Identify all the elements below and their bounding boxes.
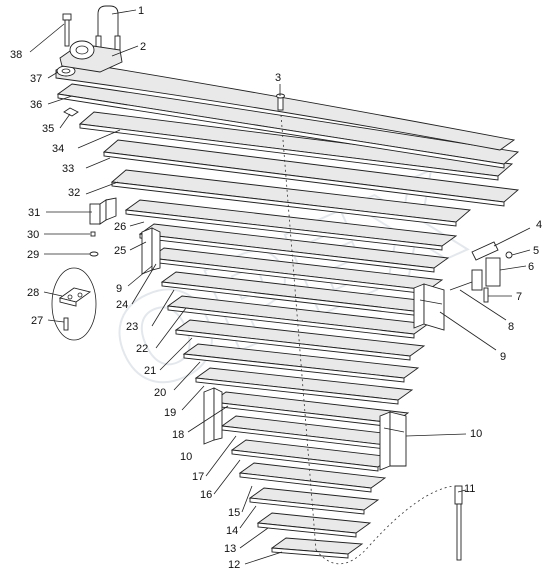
callout-2: 2: [140, 41, 146, 53]
callout-4: 4: [536, 219, 542, 231]
callout-19: 19: [164, 407, 176, 419]
callout-38: 38: [10, 49, 22, 61]
u-bolt-and-bracket: [59, 5, 123, 73]
callout-27: 27: [31, 315, 43, 327]
callout-9-left: 9: [116, 283, 122, 295]
clip-31: [89, 197, 117, 225]
leaf-12: [270, 537, 364, 559]
callout-26: 26: [114, 221, 126, 233]
clamp-6: [471, 257, 501, 291]
leaf-21: [174, 319, 426, 361]
callout-6: 6: [528, 261, 534, 273]
callout-20: 20: [154, 387, 166, 399]
callout-22: 22: [136, 343, 148, 355]
pin-29: [89, 251, 99, 257]
callout-30: 30: [27, 229, 39, 241]
callout-37: 37: [30, 73, 42, 85]
callout-32: 32: [68, 187, 80, 199]
leaf-32: [110, 169, 472, 227]
callout-12: 12: [228, 559, 240, 571]
leaf-15: [238, 462, 387, 493]
leaf-14: [248, 487, 380, 515]
bracket-4: [471, 241, 499, 261]
callout-labels: 1 2 3 4 5 6 7 8 9 10 11 12 13 14 15 16 1…: [10, 5, 542, 571]
leaf-25: [138, 223, 450, 273]
callout-17: 17: [192, 471, 204, 483]
callout-18: 18: [172, 429, 184, 441]
rebound-clip-left-lower: [203, 387, 223, 445]
callout-14: 14: [226, 525, 238, 537]
rivet-30: [90, 231, 96, 237]
callout-3: 3: [275, 72, 281, 84]
bolt-7: [483, 287, 489, 303]
callout-28: 28: [27, 287, 39, 299]
callout-13: 13: [224, 543, 236, 555]
rod-8: [449, 281, 473, 291]
inset-detail: [51, 267, 97, 341]
rebound-clip-right-upper: [413, 283, 445, 331]
callout-5: 5: [533, 245, 539, 257]
callout-15: 15: [228, 507, 240, 519]
leaf-34: [78, 111, 514, 181]
washer-35: [63, 107, 79, 117]
callout-21: 21: [144, 365, 156, 377]
callout-8: 8: [508, 321, 514, 333]
callout-1: 1: [138, 5, 144, 17]
callout-34: 34: [52, 143, 64, 155]
callout-11: 11: [464, 483, 475, 495]
leaf-33: [102, 139, 520, 207]
callout-35: 35: [42, 123, 54, 135]
leaf-36: [56, 83, 520, 169]
callout-36: 36: [30, 99, 42, 111]
leaf-26: [124, 199, 458, 251]
leader-lines: [29, 9, 531, 565]
callout-9-right: 9: [500, 351, 506, 363]
callout-29: 29: [27, 249, 39, 261]
rebound-clip-right-lower: [379, 411, 407, 471]
callout-31: 31: [28, 207, 40, 219]
bolt-11: [315, 485, 463, 565]
callout-10-right: 10: [470, 428, 482, 440]
callout-10-left: 10: [180, 451, 192, 463]
spring-leaves: [55, 61, 520, 559]
center-bolt: [276, 93, 317, 551]
leaf-13: [256, 512, 372, 538]
callout-25: 25: [114, 245, 126, 257]
bolt-38: [62, 13, 72, 47]
bolt-5: [505, 251, 513, 259]
leaf-19: [194, 367, 414, 405]
callout-23: 23: [126, 321, 138, 333]
rebound-clip-left-upper: [141, 227, 161, 275]
callout-7: 7: [516, 291, 522, 303]
callout-33: 33: [62, 163, 74, 175]
callout-24: 24: [116, 299, 128, 311]
callout-16: 16: [200, 489, 212, 501]
